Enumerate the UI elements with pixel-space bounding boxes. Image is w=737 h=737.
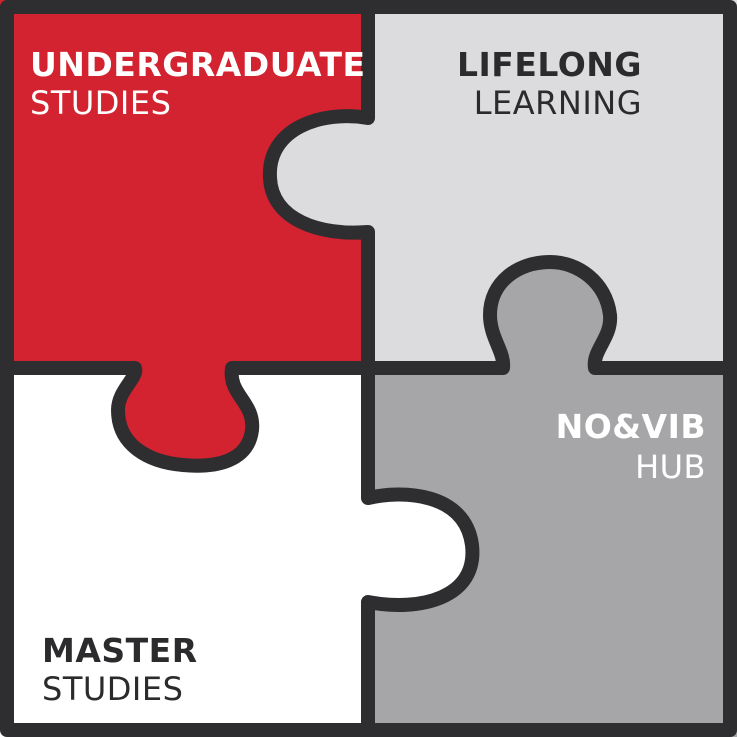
seam-top-vertical — [262, 0, 375, 375]
lifelong-subtitle: LEARNING — [474, 84, 642, 122]
seam-left-horizontal — [0, 361, 375, 473]
master-subtitle: STUDIES — [42, 670, 183, 708]
piece-no-vib-hub — [368, 262, 737, 737]
undergraduate-title: UNDERGRADUATE — [30, 45, 366, 84]
seam-right-horizontal — [361, 255, 737, 375]
master-title: MASTER — [42, 631, 198, 670]
undergraduate-subtitle: STUDIES — [30, 84, 171, 122]
piece-lifelong-learning — [269, 0, 737, 368]
hub-title: NO&VIB — [556, 407, 706, 446]
piece-undergraduate-body — [0, 0, 368, 466]
hub-subtitle: HUB — [635, 448, 706, 486]
lifelong-title: LIFELONG — [457, 45, 642, 84]
seam-bottom-vertical — [361, 361, 480, 737]
piece-master-studies — [0, 368, 473, 737]
